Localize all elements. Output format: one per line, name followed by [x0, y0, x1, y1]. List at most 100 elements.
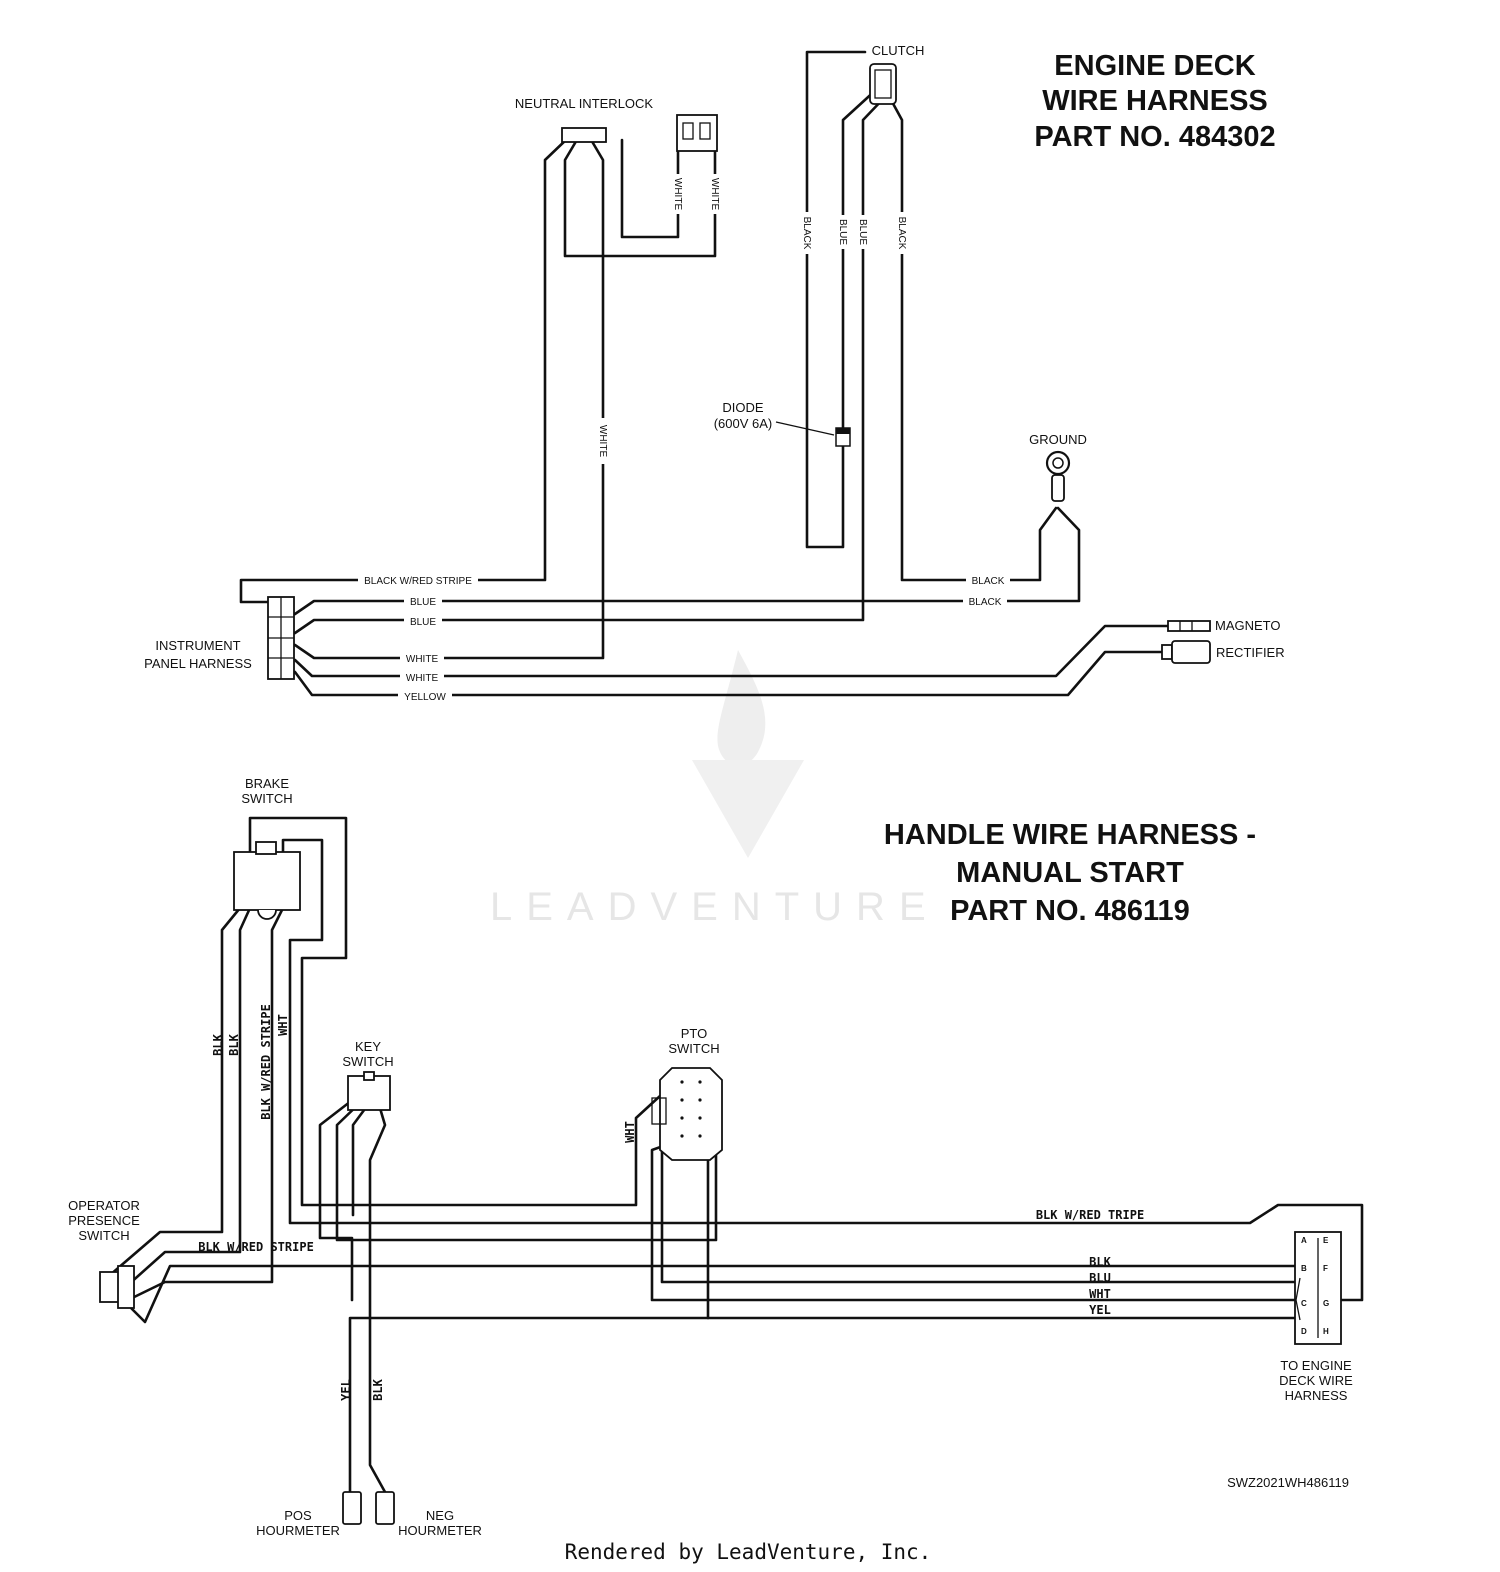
svg-text:BLU: BLU: [1089, 1271, 1111, 1285]
svg-text:WHITE: WHITE: [406, 673, 439, 684]
watermark-flame-icon: [717, 650, 766, 766]
magneto-connector: [1167, 620, 1211, 632]
svg-text:C: C: [1301, 1299, 1307, 1308]
wire-clutch-outer-black: [805, 50, 880, 549]
pto-switch-label: PTO: [681, 1026, 708, 1041]
svg-text:WHITE: WHITE: [709, 178, 720, 211]
pto-pins: [680, 1080, 702, 1138]
operator-presence-switch-body: [99, 1271, 121, 1303]
svg-text:H: H: [1323, 1327, 1329, 1336]
svg-text:BLUE: BLUE: [410, 597, 436, 608]
wire-interlock-white: [293, 136, 605, 660]
svg-text:PART NO. 486119: PART NO. 486119: [950, 895, 1190, 927]
to-engine-deck-label: TO ENGINE: [1280, 1358, 1352, 1373]
svg-text:PART NO. 484302: PART NO. 484302: [1034, 121, 1275, 153]
svg-text:SWITCH: SWITCH: [342, 1054, 393, 1069]
svg-text:ENGINE DECK: ENGINE DECK: [1054, 50, 1255, 82]
svg-text:E: E: [1323, 1236, 1329, 1245]
handle-labels: BRAKE SWITCH KEY SWITCH PTO SWITCH OPERA…: [68, 776, 1353, 1538]
svg-text:BLUE: BLUE: [410, 617, 436, 628]
engine-wire-labels: BLACK W/RED STRIPE BLUE BLUE WHITE WHITE…: [358, 174, 1010, 703]
svg-text:YEL: YEL: [1089, 1303, 1111, 1317]
wire-clutch-black: [888, 96, 1058, 582]
wire-pto-blu: [660, 1128, 1300, 1284]
footer-credit: Rendered by LeadVenture, Inc.: [565, 1540, 932, 1564]
handle-wire-labels: BLK BLK BLK W/RED STRIPE WHT WHT BLK W/R…: [198, 1004, 1144, 1401]
brake-switch-label: BRAKE: [245, 776, 289, 791]
svg-text:SWITCH: SWITCH: [241, 791, 292, 806]
svg-text:HARNESS: HARNESS: [1285, 1388, 1348, 1403]
ground-label: GROUND: [1029, 432, 1087, 447]
svg-text:MANUAL START: MANUAL START: [956, 857, 1184, 889]
engine-deck-wires: [239, 50, 1170, 697]
svg-text:SWITCH: SWITCH: [668, 1041, 719, 1056]
svg-text:BLK W/RED STRIPE: BLK W/RED STRIPE: [259, 1004, 273, 1120]
svg-text:WHITE: WHITE: [597, 425, 608, 458]
svg-text:WHITE: WHITE: [672, 178, 683, 211]
clutch-label: CLUTCH: [872, 43, 925, 58]
svg-text:A: A: [1301, 1236, 1307, 1245]
wire-key-hourmeter: [368, 1096, 387, 1494]
wire-pto-wht: [650, 1138, 1300, 1302]
key-switch-label: KEY: [355, 1039, 381, 1054]
engine-deck-title: ENGINE DECK WIRE HARNESS PART NO. 484302: [1034, 50, 1275, 153]
engine-deck-labels: NEUTRAL INTERLOCK CLUTCH DIODE (600V 6A)…: [144, 43, 1284, 671]
svg-text:BLK: BLK: [371, 1378, 385, 1400]
rectifier-connector: [1171, 640, 1211, 664]
wire-hour-yel: [348, 1316, 710, 1494]
magneto-label: MAGNETO: [1215, 618, 1281, 633]
svg-text:B: B: [1301, 1264, 1307, 1273]
pos-hourmeter-terminal: [342, 1491, 362, 1525]
svg-text:HANDLE WIRE HARNESS -: HANDLE WIRE HARNESS -: [884, 819, 1256, 851]
drawing-number: SWZ2021WH486119: [1227, 1475, 1349, 1490]
wire-interlock-left: [563, 136, 717, 258]
wire-key-1: [318, 1096, 357, 1302]
svg-text:BLK W/RED TRIPE: BLK W/RED TRIPE: [1036, 1208, 1144, 1222]
neutral-interlock-connector: [561, 127, 607, 143]
svg-text:BLACK: BLACK: [972, 576, 1005, 587]
svg-text:BLUE: BLUE: [857, 219, 868, 245]
svg-text:BLK W/RED STRIPE: BLK W/RED STRIPE: [198, 1240, 314, 1254]
svg-text:SWITCH: SWITCH: [78, 1228, 129, 1243]
svg-text:BLACK: BLACK: [969, 597, 1002, 608]
svg-text:BLK: BLK: [227, 1033, 241, 1055]
pto-switch-body: [659, 1067, 723, 1161]
wire-black-red-stripe: [239, 136, 570, 604]
neg-hourmeter-terminal: [375, 1491, 395, 1525]
watermark-v-icon: [692, 760, 804, 858]
connector-pin-labels: A B C D E F G H: [1301, 1236, 1329, 1336]
svg-text:D: D: [1301, 1327, 1307, 1336]
svg-text:PANEL HARNESS: PANEL HARNESS: [144, 656, 252, 671]
svg-text:YEL: YEL: [339, 1379, 353, 1401]
operator-presence-label: OPERATOR: [68, 1198, 140, 1213]
svg-text:BLACK W/RED STRIPE: BLACK W/RED STRIPE: [364, 576, 472, 587]
wire-yellow-rectifier: [293, 650, 1164, 697]
svg-text:HOURMETER: HOURMETER: [398, 1523, 482, 1538]
wire-pto-yel: [698, 1138, 1300, 1320]
rectifier-label: RECTIFIER: [1216, 645, 1285, 660]
watermark-text: LEADVENTURE: [490, 885, 940, 929]
wire-brake-loop: [248, 816, 662, 1207]
neg-hourmeter-label: NEG: [426, 1508, 454, 1523]
wire-clutch-blue: [293, 96, 886, 635]
engine-deck-components: [267, 63, 1211, 680]
svg-text:YELLOW: YELLOW: [404, 692, 446, 703]
wire-ground-black: [293, 506, 1081, 616]
svg-text:BLK: BLK: [1089, 1255, 1111, 1269]
diode-label: DIODE: [722, 400, 764, 415]
svg-text:WHT: WHT: [1089, 1287, 1111, 1301]
instrument-panel-label: INSTRUMENT: [155, 638, 240, 653]
svg-text:WHT: WHT: [276, 1014, 290, 1036]
clutch-connector: [869, 63, 897, 105]
svg-text:DECK WIRE: DECK WIRE: [1279, 1373, 1353, 1388]
svg-text:PRESENCE: PRESENCE: [68, 1213, 140, 1228]
svg-text:BLACK: BLACK: [896, 217, 907, 250]
svg-text:F: F: [1323, 1264, 1328, 1273]
brake-switch-body: [233, 851, 301, 911]
key-switch-body: [347, 1075, 391, 1111]
svg-text:WHITE: WHITE: [406, 654, 439, 665]
wire-brake-blk-red: [126, 906, 285, 1302]
svg-text:WHT: WHT: [623, 1121, 637, 1143]
svg-text:BLACK: BLACK: [801, 217, 812, 250]
